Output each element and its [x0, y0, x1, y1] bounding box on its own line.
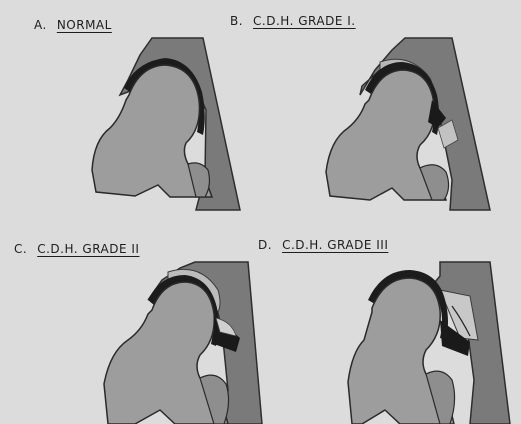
panel-d-letter: D. — [258, 238, 272, 252]
panel-d-title: C.D.H. GRADE III — [282, 238, 388, 252]
panel-c-title: C.D.H. GRADE II — [37, 242, 139, 256]
panel-a-title: NORMAL — [57, 18, 112, 32]
panel-b-label: B. C.D.H. GRADE I. — [230, 14, 356, 28]
panel-b-title: C.D.H. GRADE I. — [253, 14, 356, 28]
panel-d-label: D. C.D.H. GRADE III — [258, 238, 388, 252]
panel-c-label: C. C.D.H. GRADE II — [14, 242, 139, 256]
panel-a-label: A. NORMAL — [34, 18, 112, 32]
panel-b-letter: B. — [230, 14, 243, 28]
panel-c-letter: C. — [14, 242, 27, 256]
panel-a-letter: A. — [34, 18, 47, 32]
